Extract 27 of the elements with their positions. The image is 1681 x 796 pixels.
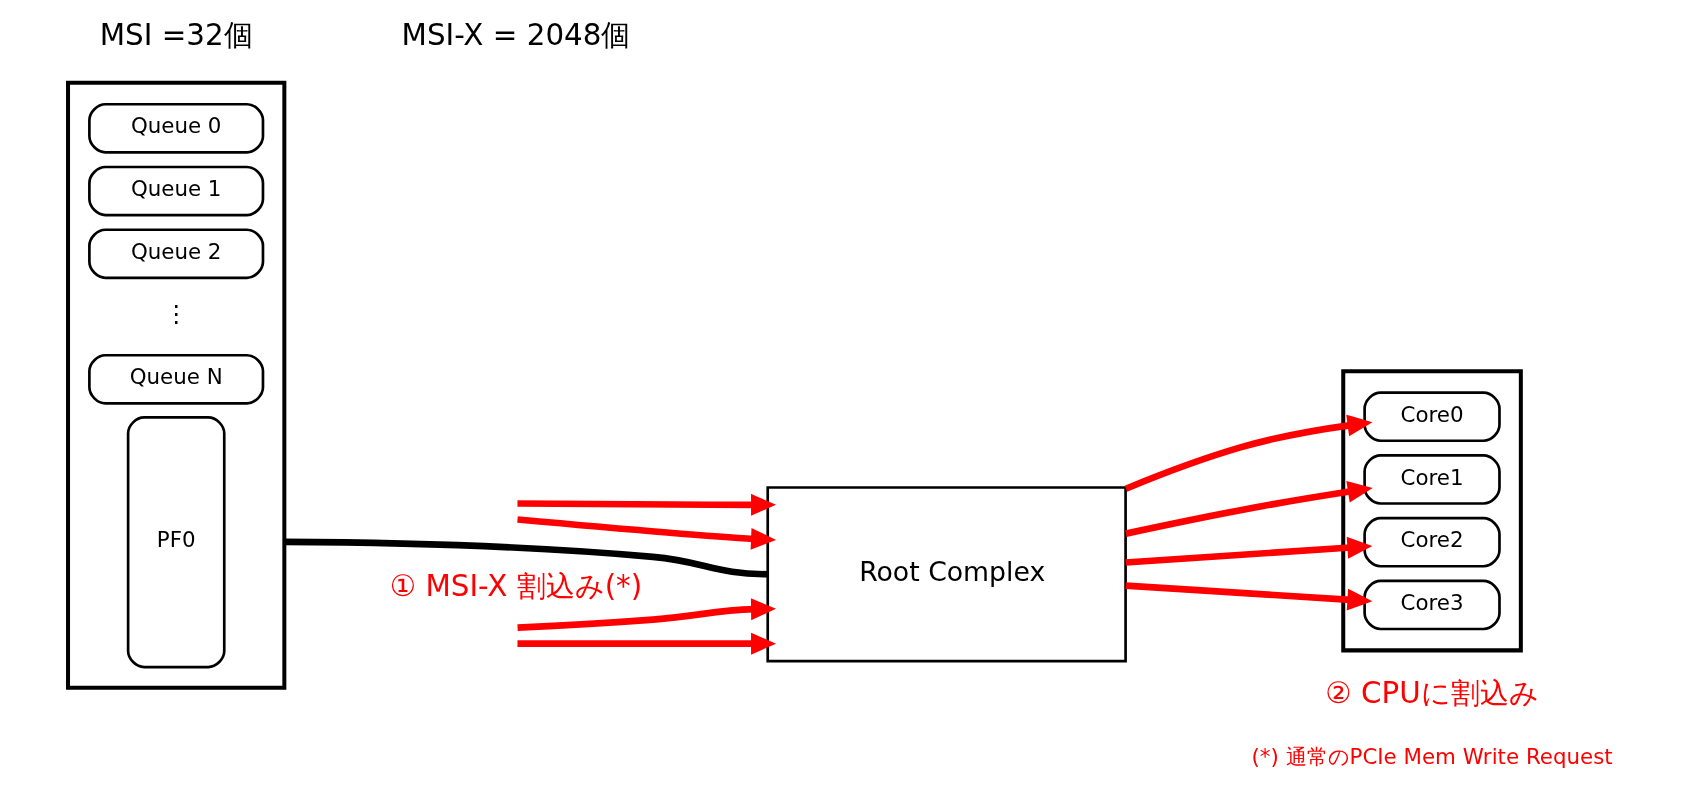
arrow — [1125, 480, 1373, 537]
arrow — [517, 632, 777, 655]
node-box: Queue 0 — [88, 102, 265, 154]
label: ① MSI-X 割込み(*) — [389, 569, 643, 604]
arrow — [1125, 536, 1373, 566]
arrow — [517, 493, 777, 516]
node-box: Queue N — [88, 353, 265, 405]
arrow — [517, 598, 777, 631]
node-box: Core2 — [1363, 516, 1501, 568]
node-box: Queue 1 — [88, 165, 265, 217]
arrow — [1125, 582, 1373, 611]
node-box: Queue 2 — [88, 228, 265, 280]
node-box: Core3 — [1363, 579, 1501, 631]
arrow — [517, 516, 777, 550]
label: MSI =32個 — [99, 17, 253, 52]
node-box: Root Complex — [766, 486, 1127, 663]
cluster — [66, 80, 287, 690]
label: (*) 通常のPCIe Mem Write Request — [1251, 743, 1613, 769]
node-box: Core1 — [1363, 454, 1501, 505]
label: ② CPUに割込み — [1325, 676, 1539, 711]
label: MSI-X = 2048個 — [401, 17, 631, 52]
connector — [284, 538, 768, 578]
cluster — [1341, 369, 1523, 653]
label: ⋮ — [164, 300, 189, 329]
node-box: Core0 — [1363, 391, 1501, 443]
arrow — [1124, 414, 1373, 492]
node-box: PF0 — [126, 416, 226, 669]
